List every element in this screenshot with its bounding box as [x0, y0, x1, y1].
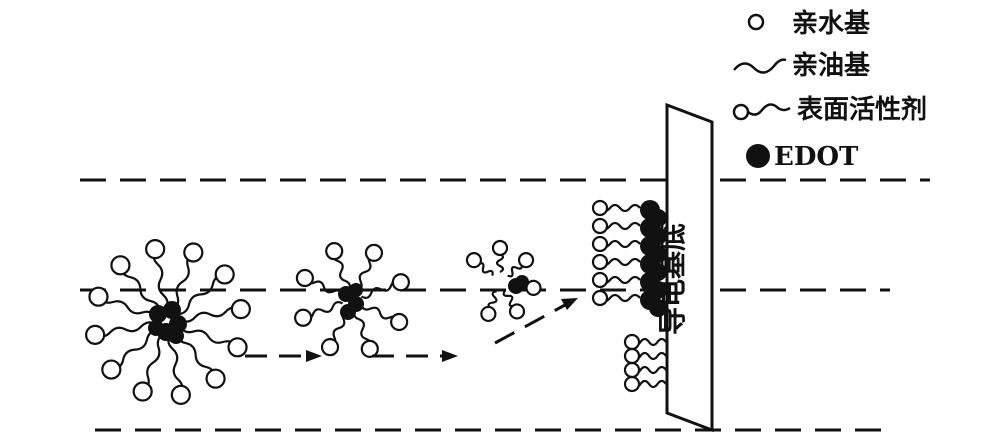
surfactant-icon-tail — [747, 103, 791, 116]
substrate-label: 导电基底 — [656, 223, 689, 335]
edot-molecule — [149, 305, 167, 323]
edot-molecule — [349, 283, 363, 297]
conductive-substrate: 导电基底 — [656, 102, 714, 433]
lipophilic-icon — [733, 58, 787, 74]
hydrophilic-head — [517, 252, 535, 269]
legend: 亲水基 亲油基 表面活性剂 EDOT — [732, 9, 927, 172]
hydrophilic-head — [591, 235, 609, 253]
hydrophilic-head — [623, 333, 641, 351]
hydrophilic-head — [325, 242, 344, 261]
lipophilic-tail — [94, 321, 157, 338]
hydrophilic-head — [132, 381, 153, 402]
surfactant-icon-head — [732, 103, 750, 121]
hydrophilic-head — [508, 303, 526, 320]
hydrophilic-head — [230, 299, 251, 320]
hydrophilic-head — [623, 361, 641, 379]
edot-molecule — [148, 320, 164, 336]
hydrophilic-head — [390, 312, 409, 332]
hydrophilic-head — [465, 252, 483, 269]
lipophilic-tail — [167, 333, 184, 396]
hydrophilic-head — [623, 347, 641, 365]
hydrophilic-head — [183, 242, 204, 263]
lipophilic-tail — [177, 273, 225, 316]
lipophilic-tail — [179, 306, 242, 323]
hydrophilic-head — [591, 289, 609, 307]
arrowhead-1 — [306, 350, 322, 362]
hydrophilic-head — [145, 239, 166, 260]
hydrophilic-head — [480, 305, 497, 323]
hydrophilic-head — [170, 384, 191, 405]
lipophilic-tail — [152, 248, 169, 311]
hydrophilic-head — [623, 375, 641, 393]
hydrophilic-head — [320, 338, 340, 357]
legend-edot: EDOT — [774, 142, 859, 172]
edot-molecule — [340, 304, 356, 320]
hydrophilic-head — [227, 337, 248, 358]
channel-lines — [80, 178, 930, 432]
lipophilic-tail — [111, 328, 159, 371]
lipophilic-tail — [142, 332, 165, 393]
hydrophilic-head — [491, 239, 509, 257]
arrow-3 — [494, 303, 566, 345]
lipophilic-tail — [171, 251, 194, 312]
hydrophilic-head — [294, 308, 313, 327]
hydrophilic-head — [295, 268, 314, 288]
edot-icon — [746, 144, 770, 168]
hydrophilic-head — [591, 271, 609, 289]
hydrophilic-head — [360, 339, 379, 358]
legend-lipophilic: 亲油基 — [792, 51, 871, 81]
arrowhead-2 — [442, 350, 458, 362]
hydrophilic-head — [205, 368, 226, 389]
legend-hydrophilic: 亲水基 — [792, 9, 871, 39]
legend-surfactant: 表面活性剂 — [797, 95, 927, 125]
hydrophilic-head — [591, 217, 609, 235]
hydrophilic-head — [110, 255, 131, 276]
arrows — [245, 298, 578, 362]
hydrophilic-head — [214, 264, 235, 285]
lipophilic-tail — [119, 265, 162, 313]
lipophilic-tail — [97, 296, 158, 319]
arrowhead-3 — [561, 298, 578, 310]
hydrophilic-head — [101, 359, 122, 380]
hydrophilic-head — [364, 243, 384, 262]
hydrophilic-head — [88, 286, 109, 307]
edot-molecule — [163, 301, 181, 319]
edot-molecule — [515, 275, 529, 289]
hydrophilic-head — [391, 273, 410, 292]
hydrophilic-head — [525, 279, 542, 297]
edot-molecule — [168, 328, 184, 344]
hydrophilic-icon — [747, 13, 765, 31]
edot-molecule — [649, 299, 667, 317]
hydrophilic-head — [591, 253, 609, 271]
hydrophilic-head — [591, 199, 609, 217]
lipophilic-tail — [178, 325, 239, 348]
hydrophilic-head — [85, 324, 106, 345]
